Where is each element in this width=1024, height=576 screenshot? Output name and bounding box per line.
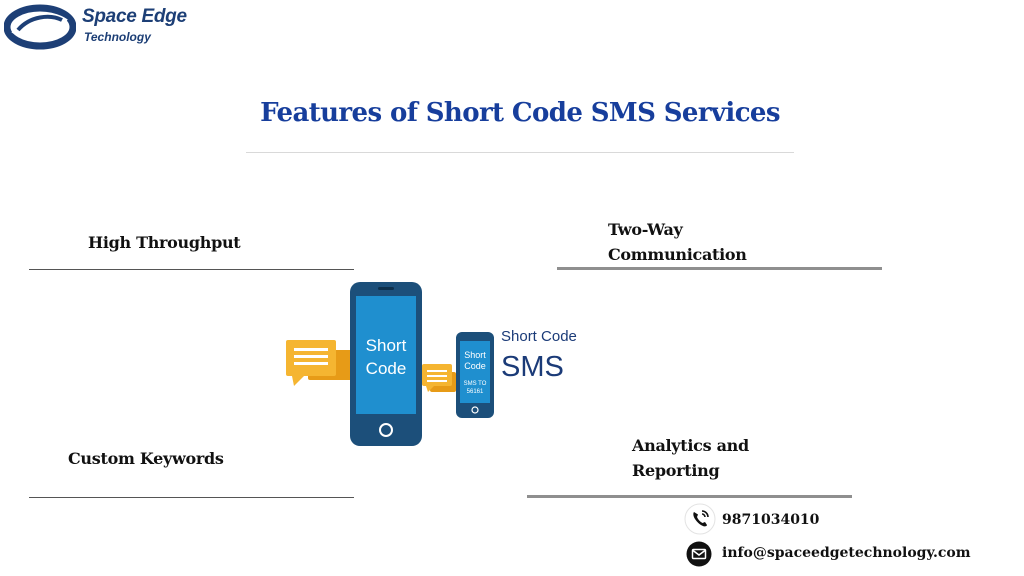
sms-phones-graphic: Short Code Short Code SMS TO 56161: [286, 282, 494, 446]
phone-icon: [684, 503, 716, 535]
page-title: Features of Short Code SMS Services: [260, 98, 780, 128]
mail-icon: [686, 541, 712, 567]
short-code-illustration: Short Code Short Code SMS TO 56161 Short…: [282, 278, 582, 450]
feature-divider: [29, 269, 354, 270]
small-phone-icon: Short Code SMS TO 56161: [456, 332, 494, 418]
contact-email[interactable]: info@spaceedgetechnology.com: [722, 545, 971, 561]
logo-name: Space Edge: [82, 6, 187, 27]
small-phone-text-3: SMS TO: [464, 381, 487, 387]
large-phone-text-2: Code: [366, 359, 407, 378]
large-phone-text-1: Short: [366, 336, 407, 355]
feature-divider: [527, 495, 852, 498]
feature-two-way-communication: Two-Way Communication: [608, 220, 747, 264]
message-bubble-small-icon: [422, 364, 456, 392]
sms-label: SMS: [501, 351, 564, 383]
large-phone-icon: Short Code: [350, 282, 422, 446]
feature-custom-keywords: Custom Keywords: [68, 449, 224, 468]
feature-divider: [29, 497, 354, 498]
title-divider: [246, 152, 794, 153]
logo-subtitle: Technology: [84, 30, 151, 44]
message-bubble-icon: [286, 340, 352, 386]
feature-divider: [557, 267, 882, 270]
feature-analytics-reporting: Analytics and Reporting: [632, 436, 749, 480]
company-logo: Space Edge Technology: [3, 4, 204, 50]
contact-phone[interactable]: 9871034010: [722, 512, 820, 528]
feature-high-throughput: High Throughput: [88, 233, 241, 252]
short-code-label: Short Code: [501, 328, 577, 345]
small-phone-text-4: 56161: [467, 389, 484, 395]
small-phone-text-1: Short: [464, 350, 486, 360]
small-phone-text-2: Code: [464, 361, 486, 371]
logo-swoosh-icon: [3, 4, 77, 50]
